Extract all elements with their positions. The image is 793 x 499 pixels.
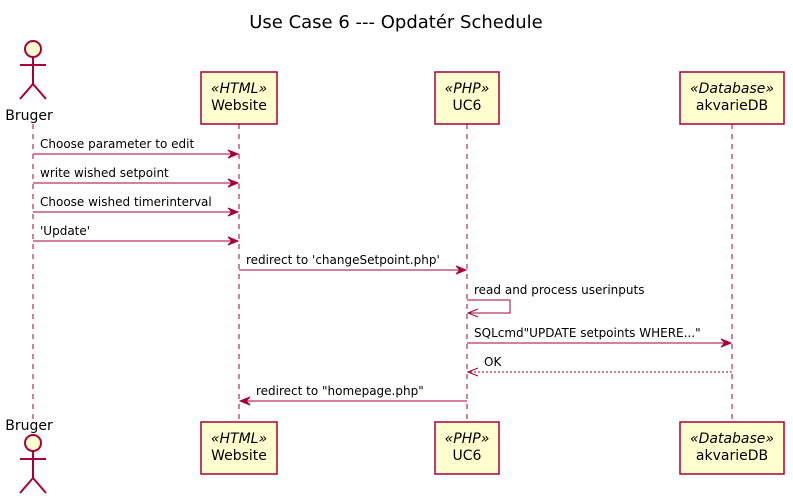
arrowhead-icon [227,149,240,159]
participant-box-uc6: «PHP»UC6 [434,421,500,475]
message-arrow [467,299,511,314]
participant-box-akvariedb: «Database»akvarieDB [679,71,785,125]
participant-stereotype: «HTML» [211,81,267,97]
participant-box-website: «HTML»Website [200,421,278,475]
message: SQLcmd"UPDATE setpoints WHERE..." [467,326,733,348]
message: redirect to 'changeSetpoint.php' [239,253,468,275]
actor-icon [19,40,47,100]
message-label: SQLcmd"UPDATE setpoints WHERE..." [474,326,701,340]
message-label: read and process userinputs [474,283,644,297]
message-label: redirect to "homepage.php" [256,384,424,398]
participant-name: akvarieDB [696,98,768,114]
participant-stereotype: «Database» [690,431,774,447]
messages: Choose parameter to edit write wished set… [33,137,733,406]
arrowhead-icon [227,207,240,217]
message-label: redirect to 'changeSetpoint.php' [246,253,440,267]
participant-box-akvariedb: «Database»akvarieDB [679,421,785,475]
participants: BrugerBruger«HTML»Website«HTML»Website«P… [5,40,785,494]
message: Choose parameter to edit [33,137,240,159]
message: redirect to "homepage.php" [238,384,467,406]
arrowhead-icon [455,265,468,275]
participant-name: Website [211,98,267,114]
message: write wished setpoint [33,166,240,188]
message: Choose wished timerinterval [33,195,240,217]
diagram-title: Use Case 6 --- Opdatér Schedule [249,12,543,33]
arrowhead-icon [238,396,251,406]
participant-name: Bruger [5,108,53,124]
message: 'Update' [33,224,240,246]
participant-name: UC6 [453,98,482,114]
message: OK [466,355,732,377]
arrowhead-icon [720,338,733,348]
participant-box-uc6: «PHP»UC6 [434,71,500,125]
arrowhead-icon [466,308,479,318]
participant-name: UC6 [453,448,482,464]
message-label: Choose wished timerinterval [40,195,212,209]
message-label: OK [484,355,502,369]
participant-name: akvarieDB [696,448,768,464]
message-label: Choose parameter to edit [40,137,194,151]
participant-box-website: «HTML»Website [200,71,278,125]
arrowhead-icon [227,236,240,246]
participant-stereotype: «Database» [690,81,774,97]
message-label: write wished setpoint [40,166,169,180]
arrowhead-icon [227,178,240,188]
actor-icon [19,434,47,494]
participant-name: Website [211,448,267,464]
arrowhead-icon [466,367,479,377]
message: read and process userinputs [466,283,644,318]
participant-stereotype: «PHP» [445,431,490,447]
message-label: 'Update' [40,224,90,238]
participant-stereotype: «PHP» [445,81,490,97]
participant-stereotype: «HTML» [211,431,267,447]
participant-name: Bruger [5,418,53,434]
